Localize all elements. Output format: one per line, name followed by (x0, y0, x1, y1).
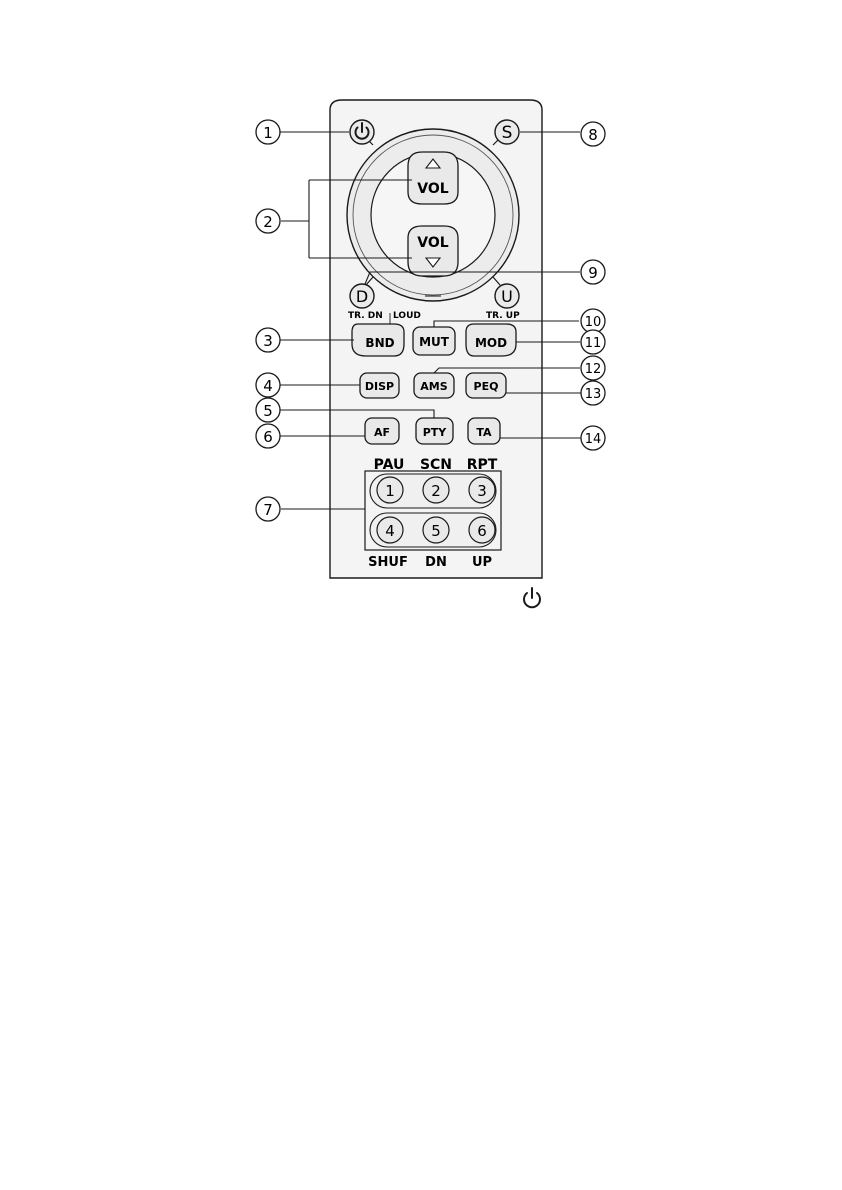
number-key-2[interactable]: 2 (422, 476, 450, 504)
triangle-up-icon (424, 158, 442, 169)
bnd-button[interactable]: BND (351, 323, 405, 357)
callout-number: 11 (585, 336, 602, 351)
number-key-label: 6 (477, 522, 487, 540)
numpad-frame (364, 470, 502, 551)
callout-3: 3 (255, 327, 281, 353)
u-button-label: U (501, 287, 513, 306)
numpad-top-label: PAU (374, 457, 405, 473)
callout-5: 5 (255, 397, 281, 423)
numpad-top-label: RPT (467, 457, 498, 473)
tr-up-label: TR. UP (486, 311, 520, 321)
ams-label: AMS (420, 380, 447, 393)
vol-up-label: VOL (417, 181, 448, 197)
numpad-bottom-label: DN (425, 555, 447, 570)
ams-button[interactable]: AMS (413, 372, 455, 399)
mod-label: MOD (475, 336, 507, 350)
vol-down-label: VOL (417, 235, 448, 251)
ta-button[interactable]: TA (467, 417, 501, 445)
numpad-top-label: SCN (420, 457, 452, 473)
pty-button[interactable]: PTY (415, 417, 454, 445)
callout-number: 2 (263, 213, 273, 231)
callout-13: 13 (580, 380, 606, 406)
callout-number: 14 (585, 432, 602, 447)
callout-number: 1 (263, 124, 273, 142)
callout-number: 10 (585, 315, 602, 330)
number-key-label: 4 (385, 522, 395, 540)
callout-number: 13 (585, 387, 602, 402)
callout-number: 7 (263, 501, 273, 519)
disp-label: DISP (365, 380, 394, 393)
vol-up-button[interactable]: VOL (407, 151, 459, 205)
callout-11: 11 (580, 329, 606, 355)
d-button[interactable]: D (349, 283, 375, 309)
callout-number: 3 (263, 332, 273, 350)
callout-number: 8 (588, 126, 598, 144)
leader-lines (280, 131, 581, 510)
af-button[interactable]: AF (364, 417, 400, 445)
callout-2: 2 (255, 208, 281, 234)
callout-number: 12 (585, 362, 602, 377)
number-key-label: 1 (385, 482, 395, 500)
disp-button[interactable]: DISP (359, 372, 400, 399)
peq-label: PEQ (474, 380, 499, 393)
peq-button[interactable]: PEQ (465, 372, 507, 399)
d-button-label: D (356, 287, 368, 306)
number-key-6[interactable]: 6 (468, 516, 496, 544)
power-icon (354, 122, 370, 140)
callout-number: 9 (588, 264, 598, 282)
callout-6: 6 (255, 423, 281, 449)
af-label: AF (374, 426, 390, 439)
callout-4: 4 (255, 372, 281, 398)
callout-9: 9 (580, 259, 606, 285)
numpad-bottom-label: SHUF (368, 555, 408, 570)
triangle-down-icon (424, 257, 442, 268)
power-icon (523, 587, 541, 609)
mut-label: MUT (419, 335, 450, 349)
u-button[interactable]: U (494, 283, 520, 309)
mod-button[interactable]: MOD (465, 323, 517, 357)
callout-12: 12 (580, 355, 606, 381)
number-key-5[interactable]: 5 (422, 516, 450, 544)
ta-label: TA (476, 426, 492, 439)
number-key-label: 2 (431, 482, 441, 500)
number-key-4[interactable]: 4 (376, 516, 404, 544)
tr-dn-label: TR. DN (348, 311, 383, 321)
number-key-label: 5 (431, 522, 441, 540)
number-key-label: 3 (477, 482, 487, 500)
callout-number: 6 (263, 428, 273, 446)
bnd-label: BND (365, 336, 394, 350)
callout-number: 5 (263, 402, 273, 420)
numpad: PAU SCN RPT 1 2 3 4 5 6 SHUF (364, 457, 502, 570)
s-button-label: S (502, 123, 513, 143)
callout-number: 4 (263, 377, 273, 395)
pty-label: PTY (423, 426, 448, 439)
loud-label: LOUD (393, 311, 421, 321)
callout-14: 14 (580, 425, 606, 451)
number-key-3[interactable]: 3 (468, 476, 496, 504)
callout-8: 8 (580, 121, 606, 147)
mut-button[interactable]: MUT (412, 326, 456, 356)
vol-down-button[interactable]: VOL (407, 225, 459, 277)
number-key-1[interactable]: 1 (376, 476, 404, 504)
s-button[interactable]: S (494, 119, 520, 145)
callout-1: 1 (255, 119, 281, 145)
callout-7: 7 (255, 496, 281, 522)
numpad-bottom-label: UP (472, 555, 492, 570)
callout-10: 10 (580, 308, 606, 334)
power-button[interactable] (349, 119, 375, 145)
